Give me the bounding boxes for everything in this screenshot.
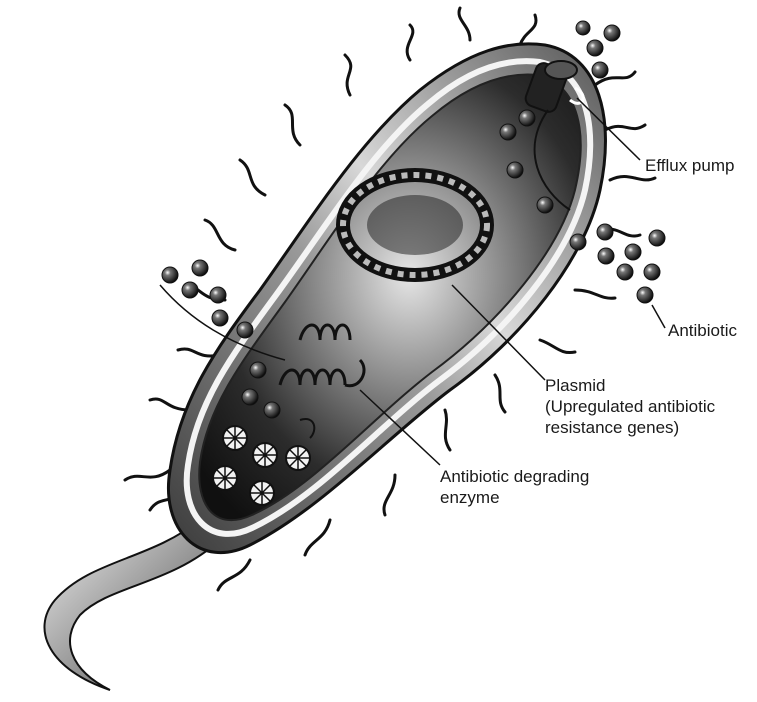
label-antibiotic: Antibiotic [668,320,737,341]
label-plasmid-line2: (Upregulated antibiotic [545,396,715,417]
label-enzyme: Antibiotic degrading enzyme [440,466,589,508]
label-plasmid: Plasmid (Upregulated antibiotic resistan… [545,375,715,438]
label-efflux-pump: Efflux pump [645,155,734,176]
label-enzyme-line2: enzyme [440,487,589,508]
label-enzyme-line1: Antibiotic degrading [440,466,589,487]
label-plasmid-line3: resistance genes) [545,417,715,438]
label-plasmid-line1: Plasmid [545,375,715,396]
